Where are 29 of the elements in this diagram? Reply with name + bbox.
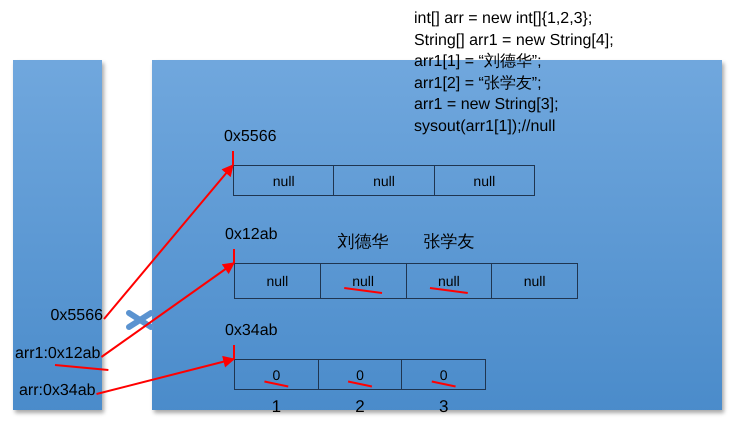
pointer-arrow: [103, 150, 234, 320]
index-label: 3: [438, 397, 450, 417]
cell-value: null: [524, 273, 546, 289]
cell-value: null: [352, 273, 374, 289]
cell-value: null: [473, 172, 496, 188]
variable-label: 0x5566: [50, 306, 103, 328]
address-label: 0x34ab: [225, 322, 278, 340]
pointer-arrow: [100, 248, 235, 358]
cell-value: null: [373, 172, 395, 188]
address-label: 0x5566: [224, 128, 276, 146]
code-line: arr1 = new String[3];: [414, 95, 559, 115]
cell-value: 0: [440, 366, 448, 382]
variable-label: arr:0x34ab: [19, 381, 96, 403]
value-label: 张学友: [422, 231, 476, 253]
code-line: sysout(arr1[1]);//null: [414, 116, 556, 136]
cell-value: 0: [272, 366, 280, 382]
index-label: 1: [270, 397, 282, 417]
address-label: 0x12ab: [225, 226, 278, 244]
variable-label: arr1:0x12ab: [15, 344, 100, 366]
index-label: 2: [354, 397, 366, 417]
code-line: int[] arr = new int[]{1,2,3};: [414, 9, 592, 29]
value-label: 刘德华: [336, 231, 390, 253]
code-line: String[] arr1 = new String[4];: [414, 30, 614, 50]
cell-value: null: [266, 273, 288, 289]
cell-value: null: [438, 273, 460, 289]
memory-panel: [13, 60, 102, 410]
cell-value: null: [272, 172, 295, 188]
code-line: arr1[2] = “张学友”;: [414, 74, 542, 94]
cell-value: 0: [356, 366, 364, 382]
